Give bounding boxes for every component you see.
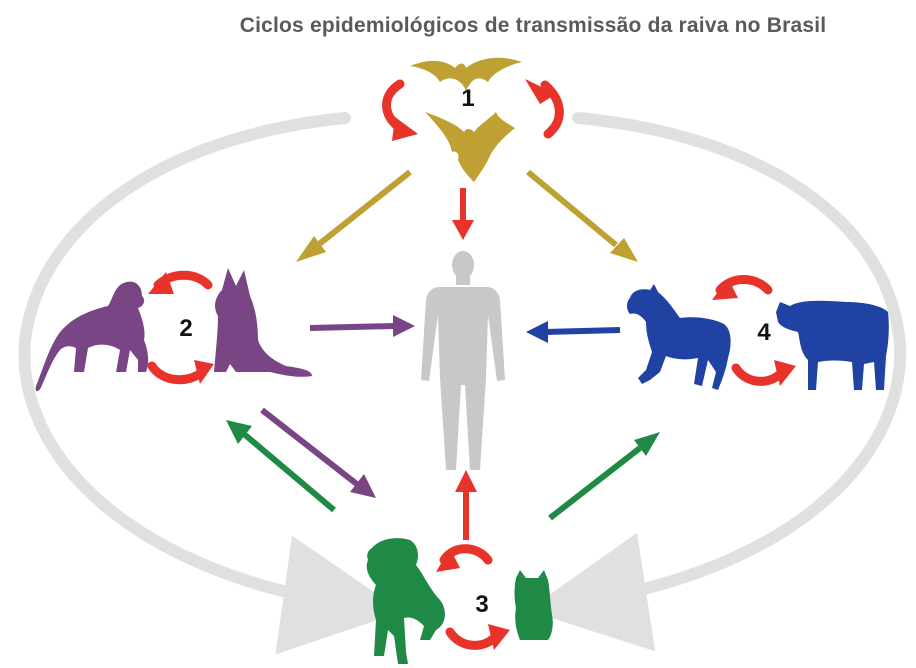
arrow-cycle2-to-cycle3 — [260, 407, 360, 488]
cycle-2: 2 — [35, 268, 312, 392]
cycle-4: 4 — [627, 275, 889, 390]
cycle-arrow-head — [488, 624, 510, 650]
cycle-3: 3 — [366, 538, 553, 664]
bat-icon — [425, 112, 515, 182]
arrowhead — [610, 238, 638, 262]
cycle-number-1: 1 — [461, 85, 474, 112]
cow-icon — [776, 300, 889, 390]
cycle-arrow-head — [774, 360, 796, 386]
arrowhead — [393, 315, 415, 337]
arrowhead — [526, 321, 548, 343]
arrow-cycle4-to-human — [544, 327, 621, 335]
arrowhead — [350, 474, 376, 498]
arrowhead — [452, 220, 474, 240]
arrowhead — [634, 432, 660, 456]
cycle-arrow — [147, 361, 207, 385]
cycle-number-3: 3 — [475, 591, 488, 618]
cycle-arrow-head — [436, 548, 460, 572]
fox-icon — [214, 268, 312, 377]
arrow-cycle3-to-cycle4 — [548, 445, 642, 521]
horse-icon — [627, 284, 731, 390]
cycle-arrow-head — [148, 272, 174, 294]
arrowhead — [455, 470, 477, 492]
dog-icon — [366, 538, 445, 664]
arrow-cycle3-to-cycle2 — [242, 431, 336, 513]
cycle-number-4: 4 — [757, 319, 771, 346]
cycle-arrow-head — [525, 79, 556, 104]
arrowhead — [226, 420, 252, 444]
outer-loop — [18, 112, 907, 655]
cycle-1: 1 — [382, 57, 564, 182]
arrow-bat-to-cycle4 — [526, 169, 618, 248]
cat-icon — [514, 570, 553, 640]
cycle-arrow — [540, 80, 564, 139]
transmission-arrows — [226, 169, 660, 540]
cycle-arrow-head — [194, 360, 214, 384]
arrow-bat-to-cycle2 — [316, 169, 412, 248]
cycle-arrow-head — [712, 278, 738, 300]
cycle-arrow — [445, 627, 501, 650]
human-icon — [421, 251, 505, 470]
bat-icon — [410, 57, 522, 90]
arrowhead — [296, 236, 326, 262]
cycle-number-2: 2 — [179, 315, 192, 342]
arrow-cycle2-to-human — [309, 323, 396, 331]
diagram-title: Ciclos epidemiológicos de transmissão da… — [239, 14, 827, 37]
cycle-arrow-head — [392, 117, 418, 141]
cycle-arrow — [731, 363, 787, 386]
monkey-icon — [35, 281, 149, 392]
